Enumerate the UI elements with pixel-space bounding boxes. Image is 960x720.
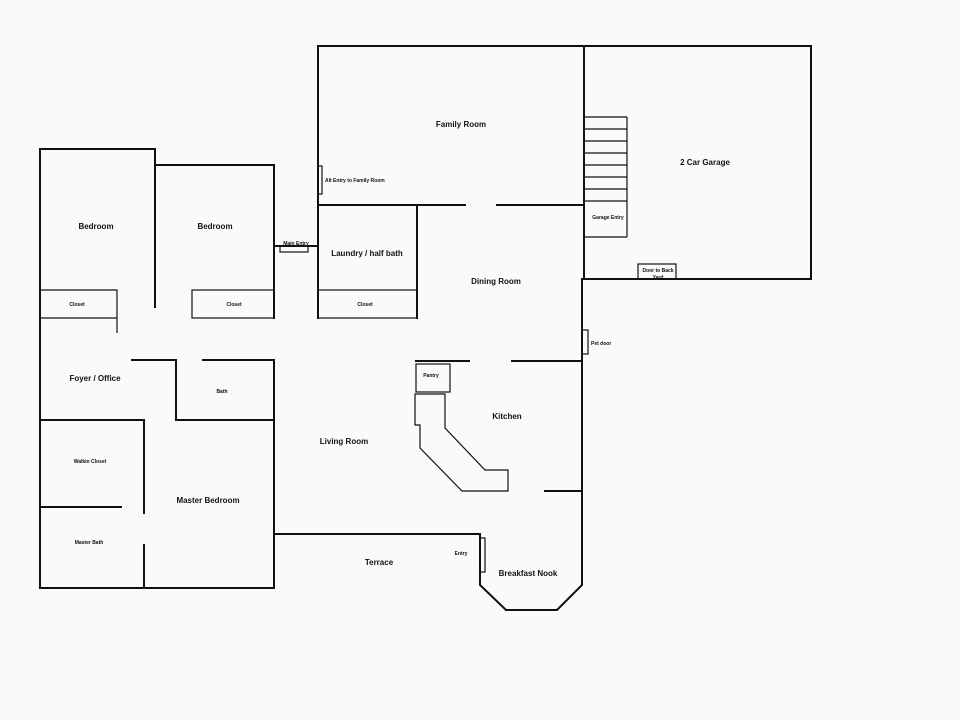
garage-stairs <box>584 116 628 238</box>
master-bedroom-label: Master Bedroom <box>176 496 239 505</box>
entry-label: Entry <box>455 551 468 557</box>
closet-2-label: Closet <box>226 302 242 308</box>
closet-3-label: Closet <box>357 302 373 308</box>
master-bath-label: Master Bath <box>75 540 104 546</box>
main-entry-door[interactable] <box>279 245 309 253</box>
bedroom-1-label: Bedroom <box>78 222 113 231</box>
garage-walls <box>583 45 812 280</box>
back-yard-label-2: Yard <box>653 275 664 281</box>
bedrooms-walls <box>39 148 319 589</box>
laundry-label: Laundry / half bath <box>331 249 403 258</box>
living-room-label: Living Room <box>320 437 368 446</box>
garage-entry-label: Garage Entry <box>592 215 624 221</box>
closet-1-label: Closet <box>69 302 85 308</box>
pantry <box>415 363 451 393</box>
pet-door-label: Pet door <box>591 341 611 347</box>
dining-room-label: Dining Room <box>471 277 521 286</box>
alt-entry-label: Alt Entry to Family Room <box>325 178 385 184</box>
family-room-label: Family Room <box>436 120 486 129</box>
kitchen-counter <box>414 393 509 492</box>
entry-door[interactable] <box>479 537 486 573</box>
terrace-nook-walls <box>273 278 583 611</box>
garage-label: 2 Car Garage <box>680 158 730 167</box>
foyer-label: Foyer / Office <box>69 374 121 383</box>
terrace-label: Terrace <box>365 558 394 567</box>
alt-entry-door[interactable] <box>317 165 323 195</box>
bath-label: Bath <box>216 389 227 395</box>
walkin-closet-label: Walkin Closet <box>74 459 107 465</box>
pet-door[interactable] <box>581 329 589 355</box>
foyer-bath-walls <box>39 359 275 589</box>
pantry-label: Pantry <box>423 373 439 379</box>
back-yard-label-1: Door to Back <box>642 268 673 274</box>
bedroom-2-label: Bedroom <box>197 222 232 231</box>
family-room-walls <box>317 45 585 319</box>
main-entry-label: Main Entry <box>283 241 309 247</box>
breakfast-nook-label: Breakfast Nook <box>499 569 558 578</box>
closets <box>40 204 418 333</box>
back-yard-door[interactable] <box>637 263 677 280</box>
kitchen-label: Kitchen <box>492 412 521 421</box>
